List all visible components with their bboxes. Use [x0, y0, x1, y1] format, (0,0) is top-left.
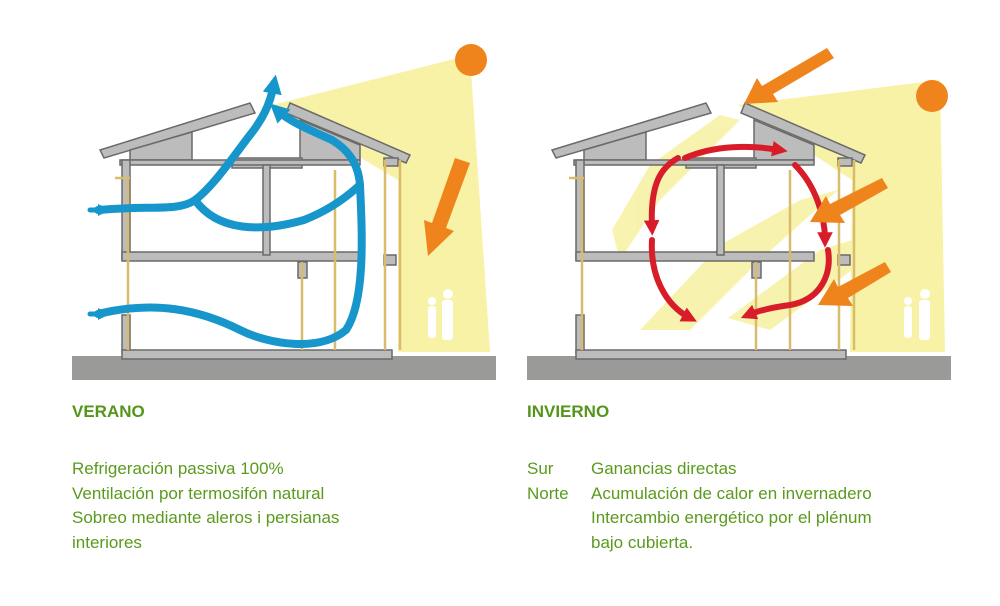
solar-ventilation-diagram [72, 44, 951, 380]
winter-row-key [525, 531, 591, 556]
summer-ground [72, 356, 496, 380]
winter-sun-icon [916, 80, 948, 112]
winter-row: Sur Ganancias directas [525, 457, 872, 482]
summer-title: VERANO [72, 402, 145, 421]
winter-sun-ray-arrow-icons [744, 48, 891, 306]
winter-row-value: bajo cubierta. [591, 532, 694, 552]
winter-panel [527, 48, 951, 380]
sun-ray-arrow-icon [810, 178, 888, 223]
summer-airflow-loop [191, 181, 364, 232]
winter-row: bajo cubierta. [525, 531, 872, 556]
winter-flow-left-lower [648, 237, 697, 322]
summer-line: Ventilación por termosifón natural [72, 483, 325, 503]
summer-sun-icon [455, 44, 487, 76]
winter-row: Intercambio energético por el plénum [525, 506, 872, 531]
winter-row-value: Ganancias directas [591, 459, 737, 478]
winter-heat-flow-arrows [643, 141, 833, 322]
winter-row-key: Sur [527, 459, 554, 478]
winter-row-value: Acumulación de calor en invernadero [591, 483, 872, 503]
person-icon [919, 289, 930, 340]
person-icon [442, 289, 453, 340]
winter-flow-right-down [792, 162, 833, 248]
winter-sunlight-beam [738, 80, 945, 352]
summer-line: interiores [72, 532, 142, 552]
summer-airflow-lower [94, 136, 366, 348]
summer-description: Refrigeración passiva 100% Ventilación p… [72, 457, 339, 555]
summer-airflow-arrows [87, 74, 366, 348]
summer-line: Refrigeración passiva 100% [72, 459, 284, 478]
winter-row-key: Norte [527, 483, 569, 503]
summer-airflow-ridge [269, 103, 336, 144]
summer-panel [72, 44, 496, 380]
summer-sun-ray-arrow-icon [424, 158, 470, 256]
winter-ground [527, 356, 951, 380]
sun-ray-arrow-icon [818, 262, 891, 306]
winter-title: INVIERNO [527, 402, 610, 421]
person-icon [428, 297, 436, 338]
winter-row-value: Intercambio energético por el plénum [591, 508, 872, 527]
person-icon [904, 297, 912, 338]
winter-person-icons [904, 289, 930, 340]
summer-sunlight-beam [272, 55, 490, 352]
winter-flow-left-down [643, 155, 681, 236]
winter-flow-right-lower [740, 247, 832, 320]
summer-airflow-upper [94, 74, 282, 214]
winter-description: Sur Ganancias directas Norte Acumulación… [525, 457, 872, 555]
winter-flow-top [682, 141, 788, 161]
summer-person-icons [428, 289, 453, 340]
sun-ray-arrow-icon [744, 48, 834, 104]
winter-roof [550, 102, 867, 169]
winter-row: Norte Acumulación de calor en invernader… [525, 482, 872, 507]
winter-row-key [525, 506, 591, 531]
summer-line: Sobreo mediante aleros i persianas [72, 508, 340, 527]
